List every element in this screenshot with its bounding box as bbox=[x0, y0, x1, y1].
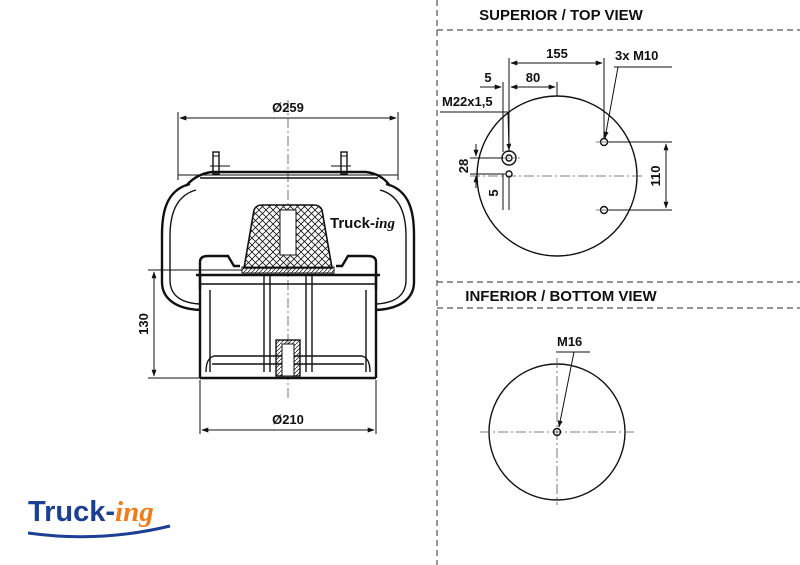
bump-stop-base bbox=[241, 266, 335, 274]
top-view: SUPERIOR / TOP VIEW 155 bbox=[440, 7, 672, 257]
bottom-diameter-label: Ø210 bbox=[272, 412, 304, 427]
dim-28-label: 28 bbox=[456, 159, 471, 173]
dim-height: 130 bbox=[136, 269, 242, 379]
brand-logo-part1: Truck- bbox=[28, 496, 115, 528]
top-plate bbox=[178, 170, 398, 187]
thread-bottom-label: M16 bbox=[557, 334, 582, 349]
svg-text:Truck-ing: Truck-ing bbox=[330, 215, 396, 232]
dim-80: 80 bbox=[510, 70, 556, 90]
locating-hole bbox=[505, 170, 513, 178]
rubber-bellow bbox=[160, 182, 416, 312]
bottom-thread-hole bbox=[552, 427, 562, 437]
dim-top-diameter: Ø259 bbox=[177, 100, 399, 180]
part-brand-part2: ing bbox=[375, 216, 396, 232]
part-brand-part1: Truck- bbox=[330, 215, 375, 232]
svg-text:Truck-ing: Truck-ing bbox=[28, 496, 154, 528]
bump-stop-core bbox=[279, 209, 297, 256]
bottom-view-title: INFERIOR / BOTTOM VIEW bbox=[465, 288, 657, 305]
dim-5-horizontal: 5 bbox=[480, 70, 502, 90]
thread-studs-label: 3x M10 bbox=[615, 48, 658, 63]
dim-5-vertical-label: 5 bbox=[486, 189, 501, 196]
top-view-title: SUPERIOR / TOP VIEW bbox=[479, 7, 643, 24]
top-studs bbox=[210, 151, 351, 175]
thread-studs-callout: 3x M10 bbox=[603, 48, 672, 139]
dim-155: 155 bbox=[510, 46, 603, 66]
dim-110-label: 110 bbox=[648, 166, 663, 187]
thread-bottom-callout: M16 bbox=[556, 334, 590, 428]
thread-main-callout: M22x1,5 bbox=[440, 94, 512, 151]
side-view: Ø259 Ø210 130 Truck-ing bbox=[136, 100, 416, 434]
dim-5-horizontal-label: 5 bbox=[484, 70, 491, 85]
thread-main-label: M22x1,5 bbox=[442, 94, 493, 109]
dim-155-label: 155 bbox=[546, 46, 568, 61]
dim-5-vertical: 5 bbox=[486, 174, 510, 210]
bottom-view: INFERIOR / BOTTOM VIEW M16 bbox=[465, 288, 658, 505]
dim-80-label: 80 bbox=[526, 70, 540, 85]
top-diameter-label: Ø259 bbox=[272, 100, 304, 115]
dim-28: 28 bbox=[456, 144, 479, 188]
part-brand-mark: Truck-ing bbox=[330, 215, 396, 232]
brand-logo-part2: ing bbox=[115, 496, 154, 528]
brand-logo: Truck-ing bbox=[27, 496, 171, 539]
dim-bottom-diameter: Ø210 bbox=[199, 380, 377, 434]
height-label: 130 bbox=[136, 313, 151, 335]
piston bbox=[196, 254, 380, 380]
dim-110: 110 bbox=[608, 141, 672, 211]
view-separators bbox=[436, 0, 800, 565]
